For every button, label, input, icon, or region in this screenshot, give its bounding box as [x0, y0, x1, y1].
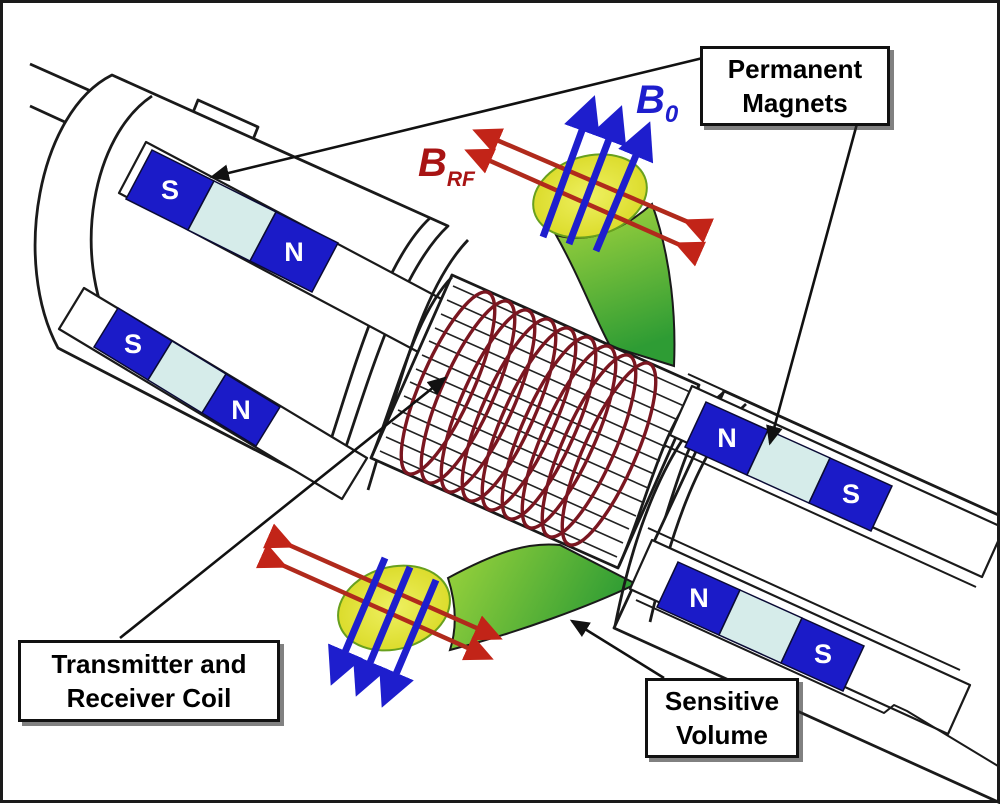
magnet-block	[779, 617, 866, 692]
callout-sensitive-volume: Sensitive Volume	[645, 678, 799, 758]
b0-arrows-upper	[539, 95, 654, 253]
magnet-pole-label: N	[717, 423, 737, 453]
leader-transmitter-coil	[119, 376, 448, 640]
magnet-blocks	[92, 149, 894, 692]
magnet-block	[200, 372, 282, 448]
magnet-pole-label: N	[231, 395, 251, 425]
callout-permanent-magnets: Permanent Magnets	[700, 46, 890, 126]
callout-text-line: Magnets	[742, 88, 848, 118]
callout-transmitter-receiver-coil: Transmitter and Receiver Coil	[18, 640, 280, 722]
magnet-pole-label: N	[689, 583, 709, 613]
leader-permanent-magnets-right	[766, 119, 860, 446]
callout-text-line: Volume	[676, 720, 768, 750]
coil-left-cap-arc	[370, 276, 454, 457]
magnet-pole-label: S	[161, 175, 179, 205]
callout-text-line: Transmitter and	[51, 648, 247, 679]
b0-label: B0	[636, 78, 679, 128]
callout-text-line: Sensitive	[664, 685, 780, 716]
magnet-pole-label: S	[842, 479, 860, 509]
magnet-pole-labels: S N S N N S N S	[124, 175, 860, 669]
brf-arrows-upper	[464, 128, 714, 267]
right-rail-detail-lines	[635, 373, 1000, 767]
magnet-pole-label: N	[284, 237, 304, 267]
callout-text-line: Permanent	[727, 53, 863, 84]
leader-sensitive-volume	[569, 619, 665, 680]
magnet-pole-label: S	[814, 639, 832, 669]
magnet-pole-label: S	[124, 329, 142, 359]
leader-lines	[119, 55, 860, 680]
callout-text-line: Receiver Coil	[66, 683, 232, 713]
b0-arrows-lower	[328, 556, 440, 708]
magnet-block	[248, 211, 340, 293]
magnet-block	[807, 457, 894, 532]
brf-arrows-lower	[255, 523, 503, 661]
leader-permanent-magnets-left	[209, 55, 708, 182]
brf-label: BRF	[418, 141, 476, 191]
